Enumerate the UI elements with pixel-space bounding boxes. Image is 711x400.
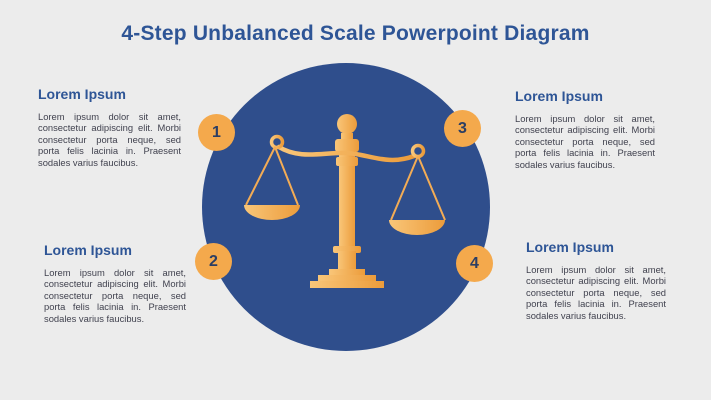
slide-title: 4-Step Unbalanced Scale Powerpoint Diagr… (121, 22, 590, 45)
step-heading-2: Lorem Ipsum (44, 242, 132, 258)
step-body-3: Lorem ipsum dolor sit amet, consectetur … (515, 113, 655, 170)
step-body-4: Lorem ipsum dolor sit amet, consectetur … (526, 264, 666, 321)
step-block-1: Lorem Ipsum Lorem ipsum dolor sit amet, … (38, 86, 181, 168)
step-badge-3: 3 (444, 110, 481, 147)
step-badge-2: 2 (195, 243, 232, 280)
step-block-2: Lorem Ipsum Lorem ipsum dolor sit amet, … (44, 242, 186, 324)
step-block-4: Lorem Ipsum Lorem ipsum dolor sit amet, … (526, 239, 666, 321)
step-body-1: Lorem ipsum dolor sit amet, consectetur … (38, 111, 181, 168)
step-heading-4: Lorem Ipsum (526, 239, 614, 255)
balance-scale-icon (244, 114, 446, 288)
step-body-2: Lorem ipsum dolor sit amet, consectetur … (44, 267, 186, 324)
step-badge-4: 4 (456, 245, 493, 282)
center-circle (202, 63, 490, 351)
step-heading-1: Lorem Ipsum (38, 86, 126, 102)
step-badge-1: 1 (198, 114, 235, 151)
step-heading-3: Lorem Ipsum (515, 88, 603, 104)
step-block-3: Lorem Ipsum Lorem ipsum dolor sit amet, … (515, 88, 655, 170)
